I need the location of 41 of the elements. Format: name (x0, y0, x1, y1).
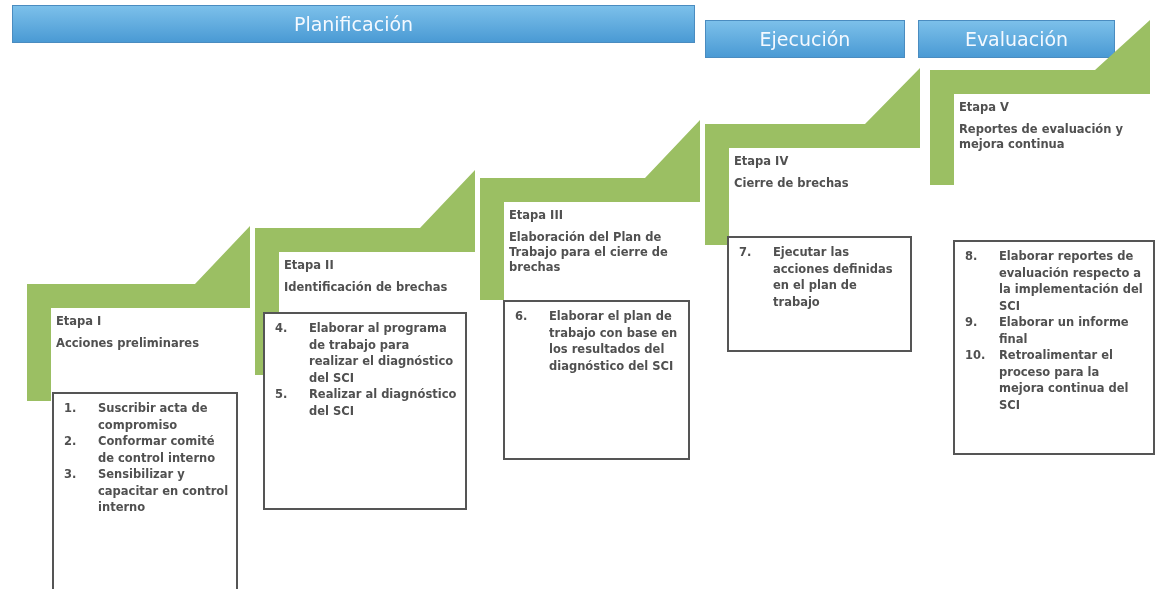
activity-text: Elaborar el plan de trabajo con base en los resultados del diagnóstico del SCI (549, 308, 679, 374)
stage-title: Cierre de brechas (734, 176, 850, 191)
stage-title: Identificación de brechas (284, 280, 449, 295)
item-number: 8. (965, 248, 979, 265)
stage-number: Etapa I (56, 314, 103, 329)
stage-number: Etapa II (284, 258, 335, 273)
stage-number: Etapa V (959, 100, 1010, 115)
phase-banner (705, 20, 905, 58)
activity-text: Elaborar un informe final (999, 314, 1130, 347)
activity-list-box (52, 392, 238, 589)
phase-title: Evaluación (964, 28, 1069, 50)
activity-text: Elaborar al programa de trabajo para realizar el diagnóstico del SCI (309, 320, 455, 386)
activity-text: Suscribir acta de compromiso (98, 400, 209, 433)
activity-list-box (503, 300, 690, 460)
item-number: 2. (64, 433, 78, 450)
item-number: 1. (64, 400, 78, 417)
phase-title: Planificación (293, 13, 414, 35)
stage-number: Etapa IV (734, 154, 790, 169)
activity-text: Retroalimentar el proceso para la mejora continua del SCI (999, 347, 1130, 413)
stage-title: Reportes de evaluación y mejora continua (959, 122, 1124, 152)
item-number: 3. (64, 466, 78, 483)
item-number: 4. (275, 320, 289, 337)
activity-text: Sensibilizar y capacitar en control interno (98, 466, 230, 516)
stage-title: Acciones preliminares (56, 336, 200, 351)
item-number: 9. (965, 314, 979, 331)
activity-list-box (953, 240, 1155, 455)
phase-banner (918, 20, 1115, 58)
activity-list-box (263, 312, 467, 510)
activity-text: Ejecutar las acciones definidas en el plan de trabajo (773, 244, 894, 310)
activity-text: Conformar comité de control interno (98, 433, 217, 466)
item-number: 6. (515, 308, 529, 325)
item-number: 7. (739, 244, 753, 261)
phase-title: Ejecución (759, 28, 851, 50)
item-number: 5. (275, 386, 289, 403)
phase-banner (12, 5, 695, 43)
activity-text: Elaborar reportes de evaluación respecto a la implementación del SCI (999, 248, 1144, 314)
stage-title: Elaboración del Plan de Trabajo para el cierre de brechas (509, 230, 669, 275)
activity-text: Realizar al diagnóstico del SCI (309, 386, 458, 419)
item-number: 10. (965, 347, 987, 364)
activity-list-box (727, 236, 912, 352)
stage-number: Etapa III (509, 208, 564, 223)
